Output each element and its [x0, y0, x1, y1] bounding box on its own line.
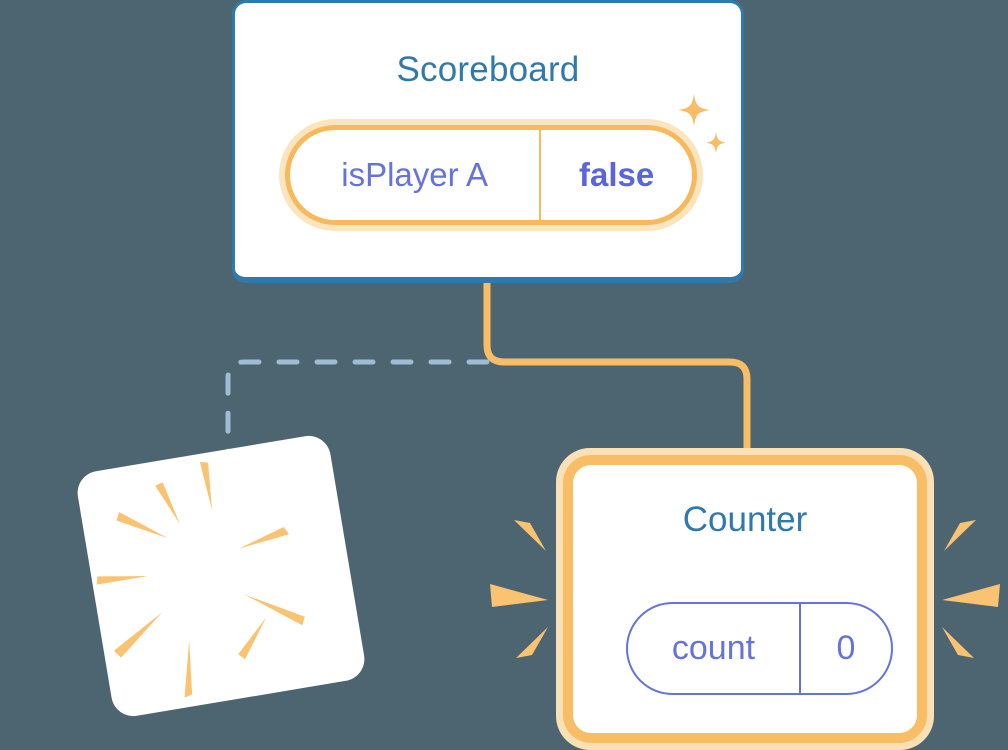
burst-ray	[155, 482, 180, 525]
burst-ray	[238, 526, 290, 549]
blank-card[interactable]	[74, 432, 368, 720]
sparkle-large-icon	[678, 94, 710, 126]
burst-ray	[113, 612, 163, 658]
counter-state-pill[interactable]: count 0	[626, 602, 893, 695]
scoreboard-card[interactable]: Scoreboard isPlayer A false	[232, 0, 744, 283]
burst-ray	[514, 520, 546, 551]
counter-title: Counter	[682, 500, 808, 539]
burst-icon	[96, 461, 305, 698]
scoreboard-state-pill[interactable]: isPlayer A false	[279, 119, 703, 231]
burst-ray	[942, 627, 974, 658]
counter-rays-left	[490, 520, 548, 658]
counter-card[interactable]: Counter count 0	[556, 448, 934, 750]
burst-ray	[944, 520, 976, 551]
burst-ray	[96, 576, 149, 585]
burst-ray	[184, 640, 193, 698]
counter-rays-right	[942, 520, 1000, 658]
scoreboard-state-value: false	[579, 156, 655, 193]
counter-state-key: count	[628, 604, 801, 693]
counter-state-value: 0	[836, 629, 856, 667]
scoreboard-title: Scoreboard	[396, 50, 580, 89]
sparkle-small-icon	[706, 132, 726, 153]
connector-scoreboard-to-blank-card	[225, 359, 490, 503]
scoreboard-state-key: isPlayer A	[290, 130, 542, 220]
burst-ray	[199, 461, 213, 511]
burst-ray	[238, 617, 267, 660]
burst-ray	[490, 584, 548, 607]
burst-ray	[116, 511, 169, 539]
connector-scoreboard-to-counter	[483, 283, 751, 462]
burst-ray	[516, 627, 548, 658]
burst-ray	[942, 584, 1000, 607]
sparkle-group	[678, 94, 726, 153]
burst-ray	[244, 594, 305, 626]
